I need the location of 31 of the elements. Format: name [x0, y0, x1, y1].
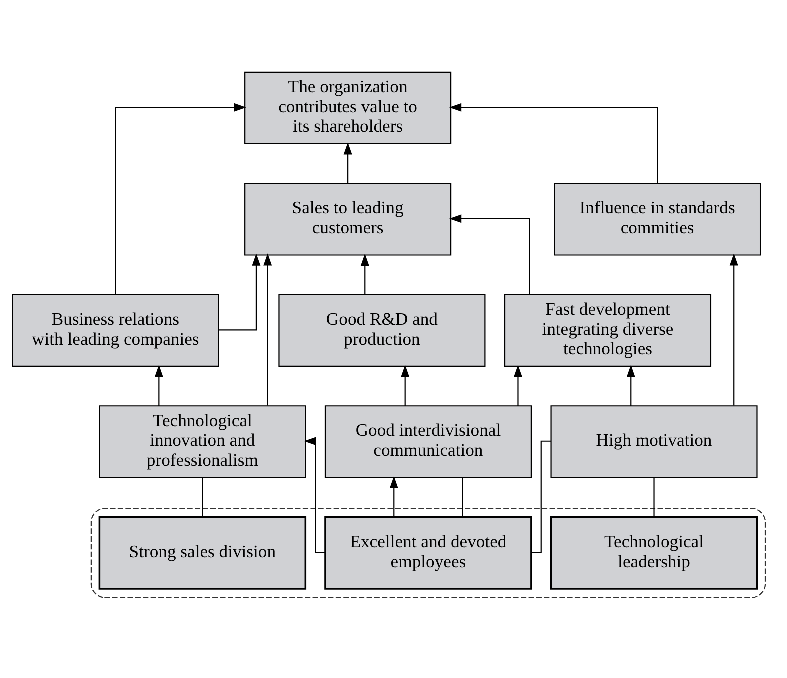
arrow	[626, 364, 636, 406]
node-box: The organization contributes value to its shareholders	[244, 71, 452, 144]
arrow	[115, 102, 246, 294]
arrow	[401, 364, 410, 406]
connector	[202, 478, 204, 517]
node-box: Good R&D and production	[278, 294, 486, 367]
node-box: Technological innovation and professionalism	[99, 405, 306, 478]
arrow	[264, 253, 272, 406]
arrow	[304, 436, 326, 553]
cluster	[90, 508, 766, 598]
arrow	[154, 364, 164, 406]
arrow	[218, 253, 261, 330]
arrow	[344, 142, 352, 184]
arrow	[514, 364, 522, 406]
arrow	[449, 102, 658, 183]
node-box: Technological leadership	[550, 516, 758, 590]
node-box: Business relations with leading companies	[12, 294, 220, 367]
connector	[654, 478, 655, 517]
node-box: Fast development integrating diverse technologies	[504, 294, 712, 367]
node-box: Good interdivisional communication	[324, 405, 532, 478]
node-box: Sales to leading customers	[244, 182, 452, 256]
arrow	[730, 253, 738, 406]
arrow	[360, 253, 370, 294]
node-box: Excellent and devoted employees	[324, 516, 532, 590]
node-box: Strong sales division	[98, 516, 307, 590]
connector	[532, 440, 551, 553]
connector	[462, 478, 464, 517]
arrow	[449, 214, 530, 294]
node-box: High motivation	[550, 405, 758, 478]
arrow	[390, 476, 398, 517]
node-box: Influence in standards commities	[554, 182, 762, 256]
